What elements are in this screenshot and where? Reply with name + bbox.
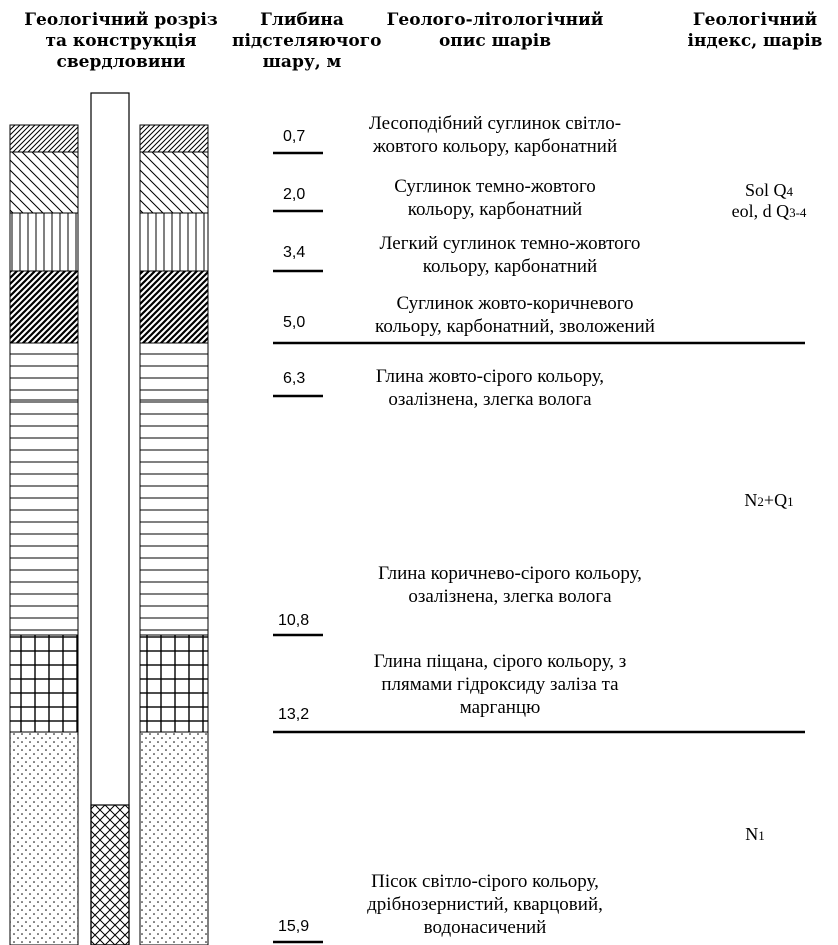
lithology-layer-dense-diagonal (9, 270, 79, 344)
lithology-layer-vertical-lines (139, 212, 209, 272)
borehole-filter-section (90, 804, 130, 945)
geological-index-middle: N2+Q1 (744, 490, 794, 510)
header-description-line-1: Геолого-літологічний (386, 10, 604, 30)
lithology-layer-dots (9, 731, 79, 945)
header-description-line-2: опис шарів (438, 31, 552, 51)
layer-description: Легкий суглинок темно-жовтого кольору, к… (340, 232, 680, 278)
index-line: eol, d Q3-4 (731, 201, 807, 221)
layer-description: Пісок світло-сірого кольору, дрібнозерни… (315, 870, 655, 939)
description-line: водонасичений (423, 917, 547, 938)
lithology-layer-vertical-lines (9, 212, 79, 272)
description-line: Глина жовто-сірого кольору, (375, 366, 605, 387)
header-depth-line-1: Глибина (260, 10, 344, 30)
header-index-line-2: індекс, шарів (687, 31, 823, 51)
description-line: Суглинок жовто-коричневого (396, 293, 634, 314)
layer-description: Суглинок темно-жовтого кольору, карбонат… (325, 175, 665, 221)
depth-label: 2,0 (283, 186, 306, 203)
description-line: кольору, карбонатний, зволожений (375, 316, 655, 337)
lithology-layer-grid (139, 634, 209, 733)
borehole-casing (90, 92, 130, 945)
lithology-layer-fine-diagonal (139, 124, 209, 153)
lithology-layer-grid (9, 634, 79, 733)
header-index: Геологічний індекс, шарів (672, 10, 838, 52)
header-section-line-1: Геологічний розріз (24, 10, 218, 30)
description-line: Глина піщана, сірого кольору, з (373, 651, 627, 672)
description-line: Глина коричнево-сірого кольору, (378, 563, 642, 584)
geological-index-lower: N1 (745, 824, 765, 844)
depth-label: 5,0 (283, 314, 306, 331)
lithology-layer-horizontal-lines (139, 399, 209, 636)
left-lithology-column (9, 124, 79, 945)
index-line: Sol Q4 (744, 180, 793, 200)
layer-description: Глина піщана, сірого кольору, з плямами … (330, 650, 670, 719)
header-section: Геологічний розріз та конструкція свердл… (16, 10, 226, 73)
header-depth-line-3: шару, м (262, 52, 342, 72)
description-line: Суглинок темно-жовтого (394, 176, 596, 197)
lithology-layer-fine-diagonal (9, 124, 79, 153)
description-line: Легкий суглинок темно-жовтого (379, 233, 641, 254)
header-index-line-1: Геологічний (692, 10, 818, 30)
lithology-layer-wide-diagonal (139, 151, 209, 214)
description-line: марганцю (459, 697, 541, 718)
depth-label: 6,3 (283, 370, 306, 387)
description-line: жовтого кольору, карбонатний (372, 136, 618, 157)
lithology-layer-dots (139, 731, 209, 945)
description-line: кольору, карбонатний (422, 256, 598, 277)
layer-description: Суглинок жовто-коричневого кольору, карб… (340, 292, 690, 338)
header-depth: Глибина підстеляючого шару, м (232, 10, 382, 73)
layer-description: Глина жовто-сірого кольору, озалізнена, … (330, 365, 650, 411)
description-line: озалізнена, злегка волога (408, 586, 612, 607)
lithology-layer-horizontal-lines (9, 399, 79, 636)
description-line: дрібнозернистий, кварцовий, (367, 894, 603, 915)
depth-marks (273, 151, 323, 944)
description-line: Лесоподібний суглинок світло- (368, 113, 622, 134)
depth-label: 10,8 (278, 612, 310, 629)
lithology-layer-horizontal-lines (139, 342, 209, 401)
lithology-layer-dense-diagonal (139, 270, 209, 344)
depth-label: 13,2 (278, 706, 310, 723)
geological-index-upper: Sol Q4 eol, d Q3-4 (700, 180, 838, 222)
depth-label: 15,9 (278, 918, 310, 935)
lithology-layer-horizontal-lines (9, 342, 79, 401)
lithology-layer-wide-diagonal (9, 151, 79, 214)
right-lithology-column (139, 124, 209, 945)
description-line: Пісок світло-сірого кольору, (371, 871, 599, 892)
description-line: плямами гідроксиду заліза та (381, 674, 619, 695)
header-depth-line-2: підстеляючого (232, 31, 382, 51)
depth-label: 0,7 (283, 128, 306, 145)
layer-description: Лесоподібний суглинок світло- жовтого ко… (325, 112, 665, 158)
description-line: кольору, карбонатний (407, 199, 583, 220)
header-description: Геолого-літологічний опис шарів (380, 10, 610, 52)
header-section-line-2: та конструкція (45, 31, 197, 51)
layer-description: Глина коричнево-сірого кольору, озалізне… (335, 562, 685, 608)
depth-label: 3,4 (283, 244, 306, 261)
description-line: озалізнена, злегка волога (388, 389, 592, 410)
header-section-line-3: свердловини (56, 52, 186, 72)
